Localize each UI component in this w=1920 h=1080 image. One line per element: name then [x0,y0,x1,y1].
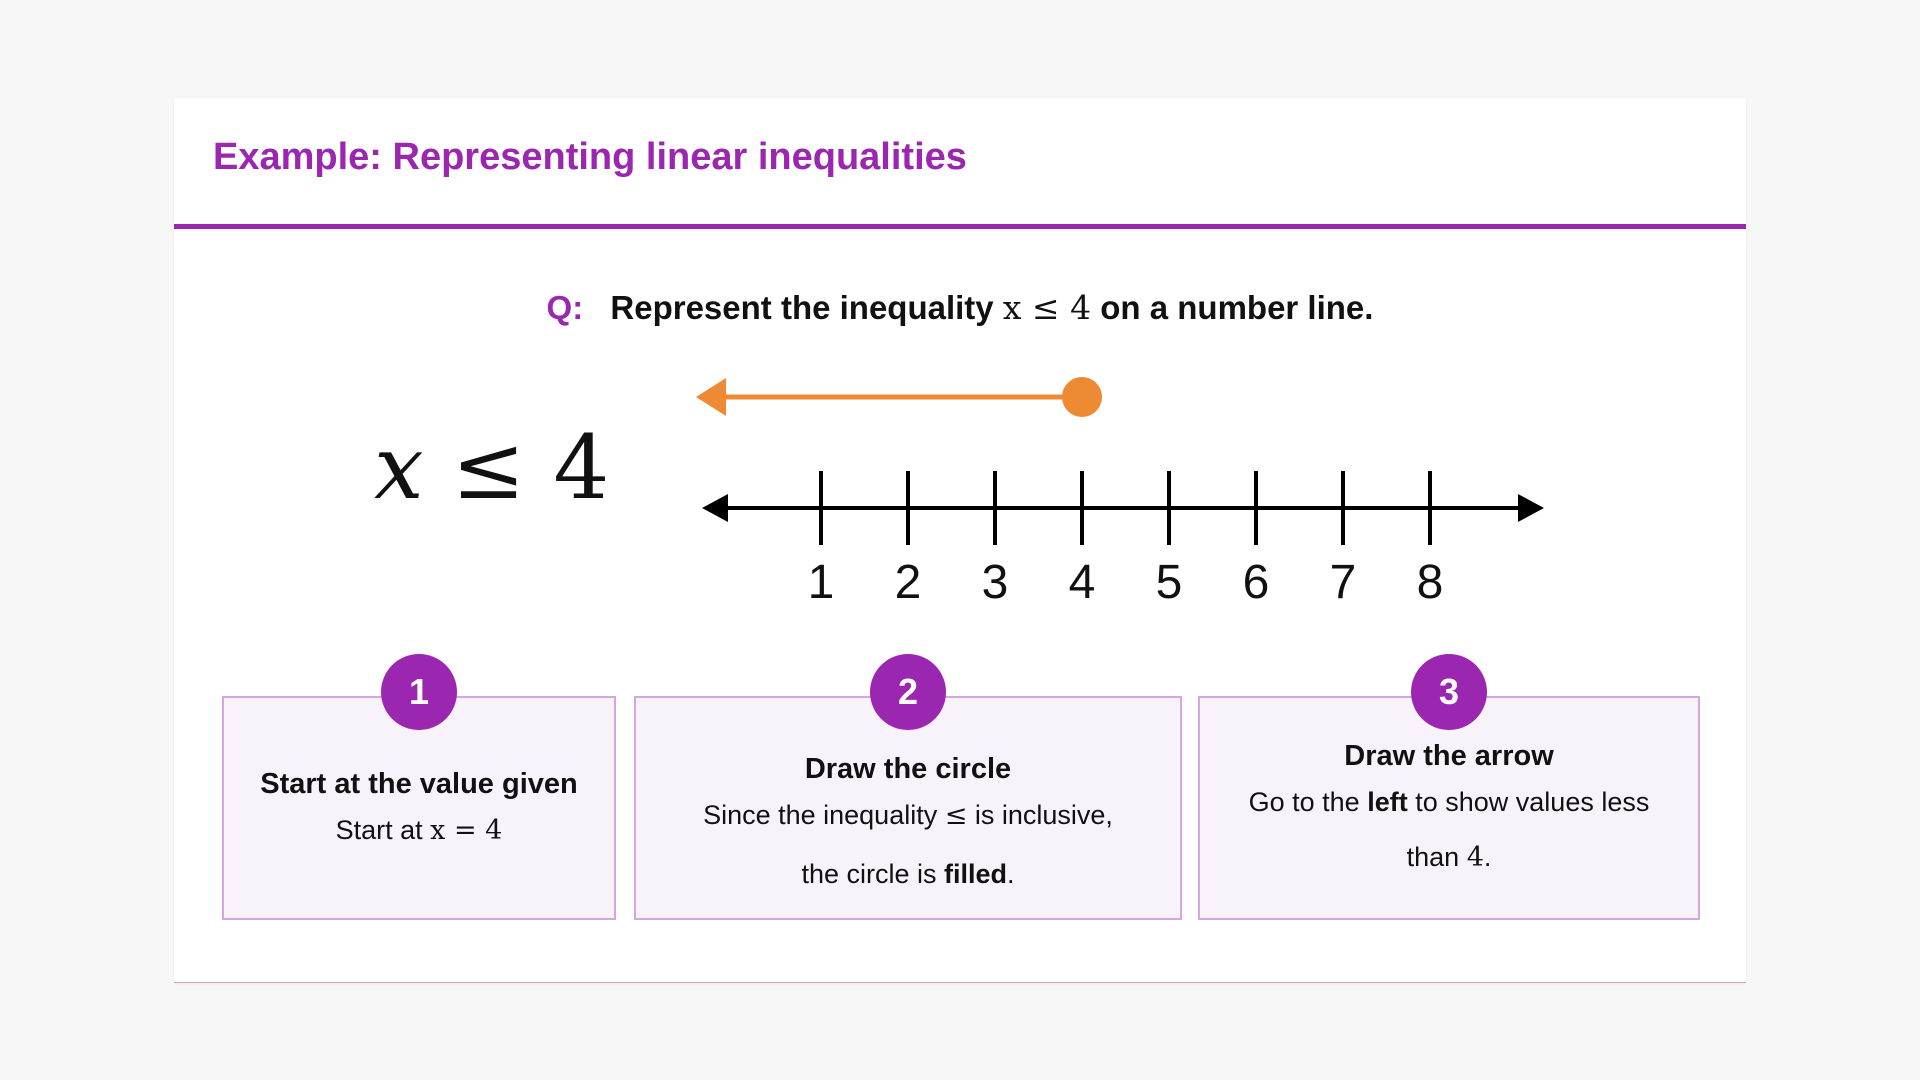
question-math: x ≤ 4 [1002,288,1092,327]
inequality-symbol: ≤ [451,416,526,519]
tick-label: 7 [1330,556,1357,609]
step-1-math: x = 4 [430,815,503,846]
step-3-line1-bold: left [1367,787,1408,817]
title-rule [174,224,1746,229]
step-3-line2-prefix: than [1406,842,1460,872]
step-badge-1: 1 [381,654,457,730]
number-line-ticks: 1 2 3 4 5 6 7 8 [808,471,1444,609]
step-1-prefix: Start at [335,815,423,845]
step-title-2: Draw the circle [804,753,1012,785]
tick-label: 6 [1243,556,1270,609]
step-text-3-line1: Go to the left to show values less [1200,773,1698,831]
tick-label: 2 [895,556,922,609]
step-3-line2-math: 4 [1466,842,1484,873]
step-2-line2-suffix: . [1007,859,1015,889]
step-title-3: Draw the arrow [1344,740,1554,772]
step-text-3-line2: than 4. [1200,831,1698,884]
step-2-line1-prefix: Since the inequality [703,800,938,830]
step-title-1: Start at the value given [260,768,578,800]
step-card-1: 1 Start at the value given Start at x = … [222,654,616,920]
step-2-line1-symbol: ≤ [944,800,968,831]
solution-arrow [696,377,1102,417]
question-text-after: on a number line. [1100,289,1374,326]
step-badge-2: 2 [870,654,946,730]
step-2-line2-prefix: the circle is [801,859,937,889]
question-label: Q: [546,289,584,326]
step-3-line1-prefix: Go to the [1248,787,1360,817]
axis-right-arrowhead [1518,494,1544,522]
inequality-value: 4 [553,416,610,519]
tick-label: 4 [1069,556,1096,609]
question-text-before: Represent the inequality [610,289,994,326]
slide-title: Example: Representing linear inequalitie… [213,136,967,178]
step-2-line2-bold: filled [944,859,1008,889]
number-line-axis [702,494,1544,522]
slide: Example: Representing linear inequalitie… [174,98,1746,983]
question: Q: Represent the inequality x ≤ 4 on a n… [174,288,1746,327]
step-text-2-line2: the circle is filled. [636,845,1180,903]
step-card-3: 3 Draw the arrow Go to the left to show … [1198,654,1700,920]
tick-label: 5 [1156,556,1183,609]
solution-circle [1062,377,1102,417]
inequality-variable: x [374,416,424,519]
tick-label: 3 [982,556,1009,609]
step-2-line1-suffix: is inclusive, [974,800,1113,830]
tick-label: 8 [1417,556,1444,609]
axis-left-arrowhead [702,494,728,522]
number-line: 1 2 3 4 5 6 7 8 [696,377,1544,609]
solution-arrowhead [696,378,726,416]
step-text-1: Start at x = 4 [224,801,614,860]
step-card-2: 2 Draw the circle Since the inequality ≤… [634,654,1182,920]
inequality-display: x ≤ 4 [374,416,609,519]
step-3-line1-suffix: to show values less [1415,787,1650,817]
step-badge-3: 3 [1411,654,1487,730]
tick-label: 1 [808,556,835,609]
step-text-2-line1: Since the inequality ≤ is inclusive, [636,786,1180,845]
step-3-line2-suffix: . [1483,842,1492,872]
